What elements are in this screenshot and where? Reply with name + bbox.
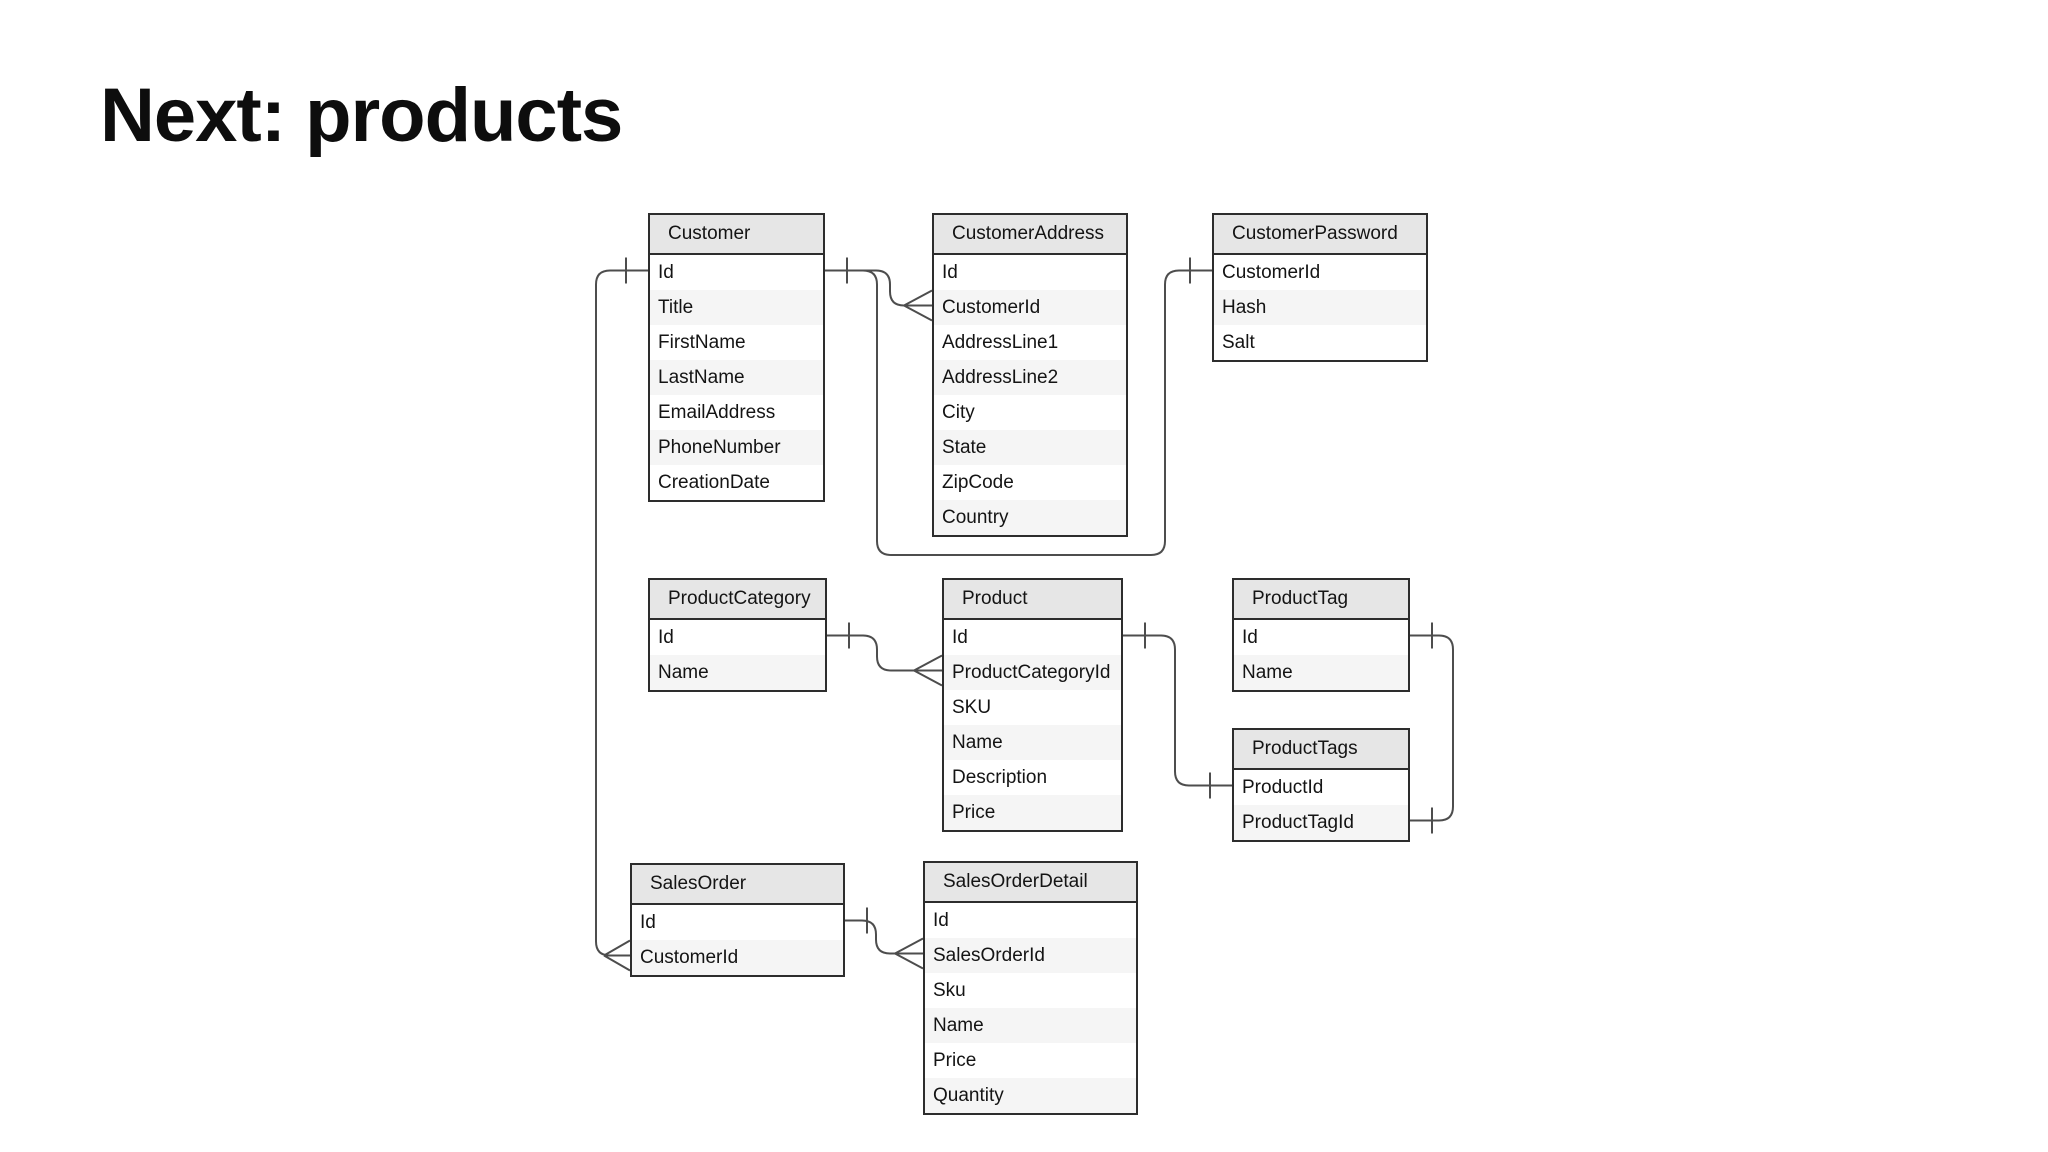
entity-title: CustomerAddress <box>934 215 1126 255</box>
entity-field: Country <box>934 500 1126 535</box>
slide-title: Next: products <box>100 73 623 158</box>
connector-productcategory-product <box>827 634 916 672</box>
entity-field: LastName <box>650 360 823 395</box>
entity-field: Price <box>944 795 1121 830</box>
entity-field: Hash <box>1214 290 1426 325</box>
entity-field: Sku <box>925 973 1136 1008</box>
entity-field: State <box>934 430 1126 465</box>
connector-product-producttags <box>1123 634 1232 787</box>
entity-field: ProductId <box>1234 770 1408 805</box>
entity-title: ProductTags <box>1234 730 1408 770</box>
entity-field: CustomerId <box>934 290 1126 325</box>
entity-field: AddressLine1 <box>934 325 1126 360</box>
entity-field: Id <box>944 620 1121 655</box>
connector-salesorder-salesorderdetail <box>845 919 897 955</box>
entity-field: Id <box>632 905 843 940</box>
entity-field: Description <box>944 760 1121 795</box>
entity-field: EmailAddress <box>650 395 823 430</box>
entity-title: ProductCategory <box>650 580 825 620</box>
entity-field: Name <box>944 725 1121 760</box>
entity-field: Title <box>650 290 823 325</box>
cardinality-many-crowfoot <box>913 654 943 687</box>
entity-field: CreationDate <box>650 465 823 500</box>
entity-field: ZipCode <box>934 465 1126 500</box>
entity-field: City <box>934 395 1126 430</box>
entity-field: Id <box>650 620 825 655</box>
entity-field: Id <box>934 255 1126 290</box>
cardinality-many-crowfoot <box>894 937 924 970</box>
entity-title: CustomerPassword <box>1214 215 1426 255</box>
entity-field: ProductCategoryId <box>944 655 1121 690</box>
entity-title: SalesOrder <box>632 865 843 905</box>
entity-field: ProductTagId <box>1234 805 1408 840</box>
entity-field: FirstName <box>650 325 823 360</box>
entity-field: Price <box>925 1043 1136 1078</box>
entity-field: Quantity <box>925 1078 1136 1113</box>
entity-field: CustomerId <box>1214 255 1426 290</box>
entity-title: ProductTag <box>1234 580 1408 620</box>
entity-title: Customer <box>650 215 823 255</box>
entity-field: SKU <box>944 690 1121 725</box>
cardinality-many-crowfoot <box>603 939 631 972</box>
connector-producttag-producttags <box>1410 634 1454 822</box>
entity-field: Salt <box>1214 325 1426 360</box>
entity-field: AddressLine2 <box>934 360 1126 395</box>
entity-field: Name <box>1234 655 1408 690</box>
entity-field: Id <box>650 255 823 290</box>
entity-field: Name <box>650 655 825 690</box>
entity-title: Product <box>944 580 1121 620</box>
entity-field: Id <box>1234 620 1408 655</box>
entity-field: Id <box>925 903 1136 938</box>
entity-field: Name <box>925 1008 1136 1043</box>
entity-field: SalesOrderId <box>925 938 1136 973</box>
entity-field: CustomerId <box>632 940 843 975</box>
connector-customer-salesorder <box>595 269 648 957</box>
entity-field: PhoneNumber <box>650 430 823 465</box>
cardinality-many-crowfoot <box>903 289 933 322</box>
connector-customer-customeraddress <box>825 269 906 307</box>
entity-title: SalesOrderDetail <box>925 863 1136 903</box>
